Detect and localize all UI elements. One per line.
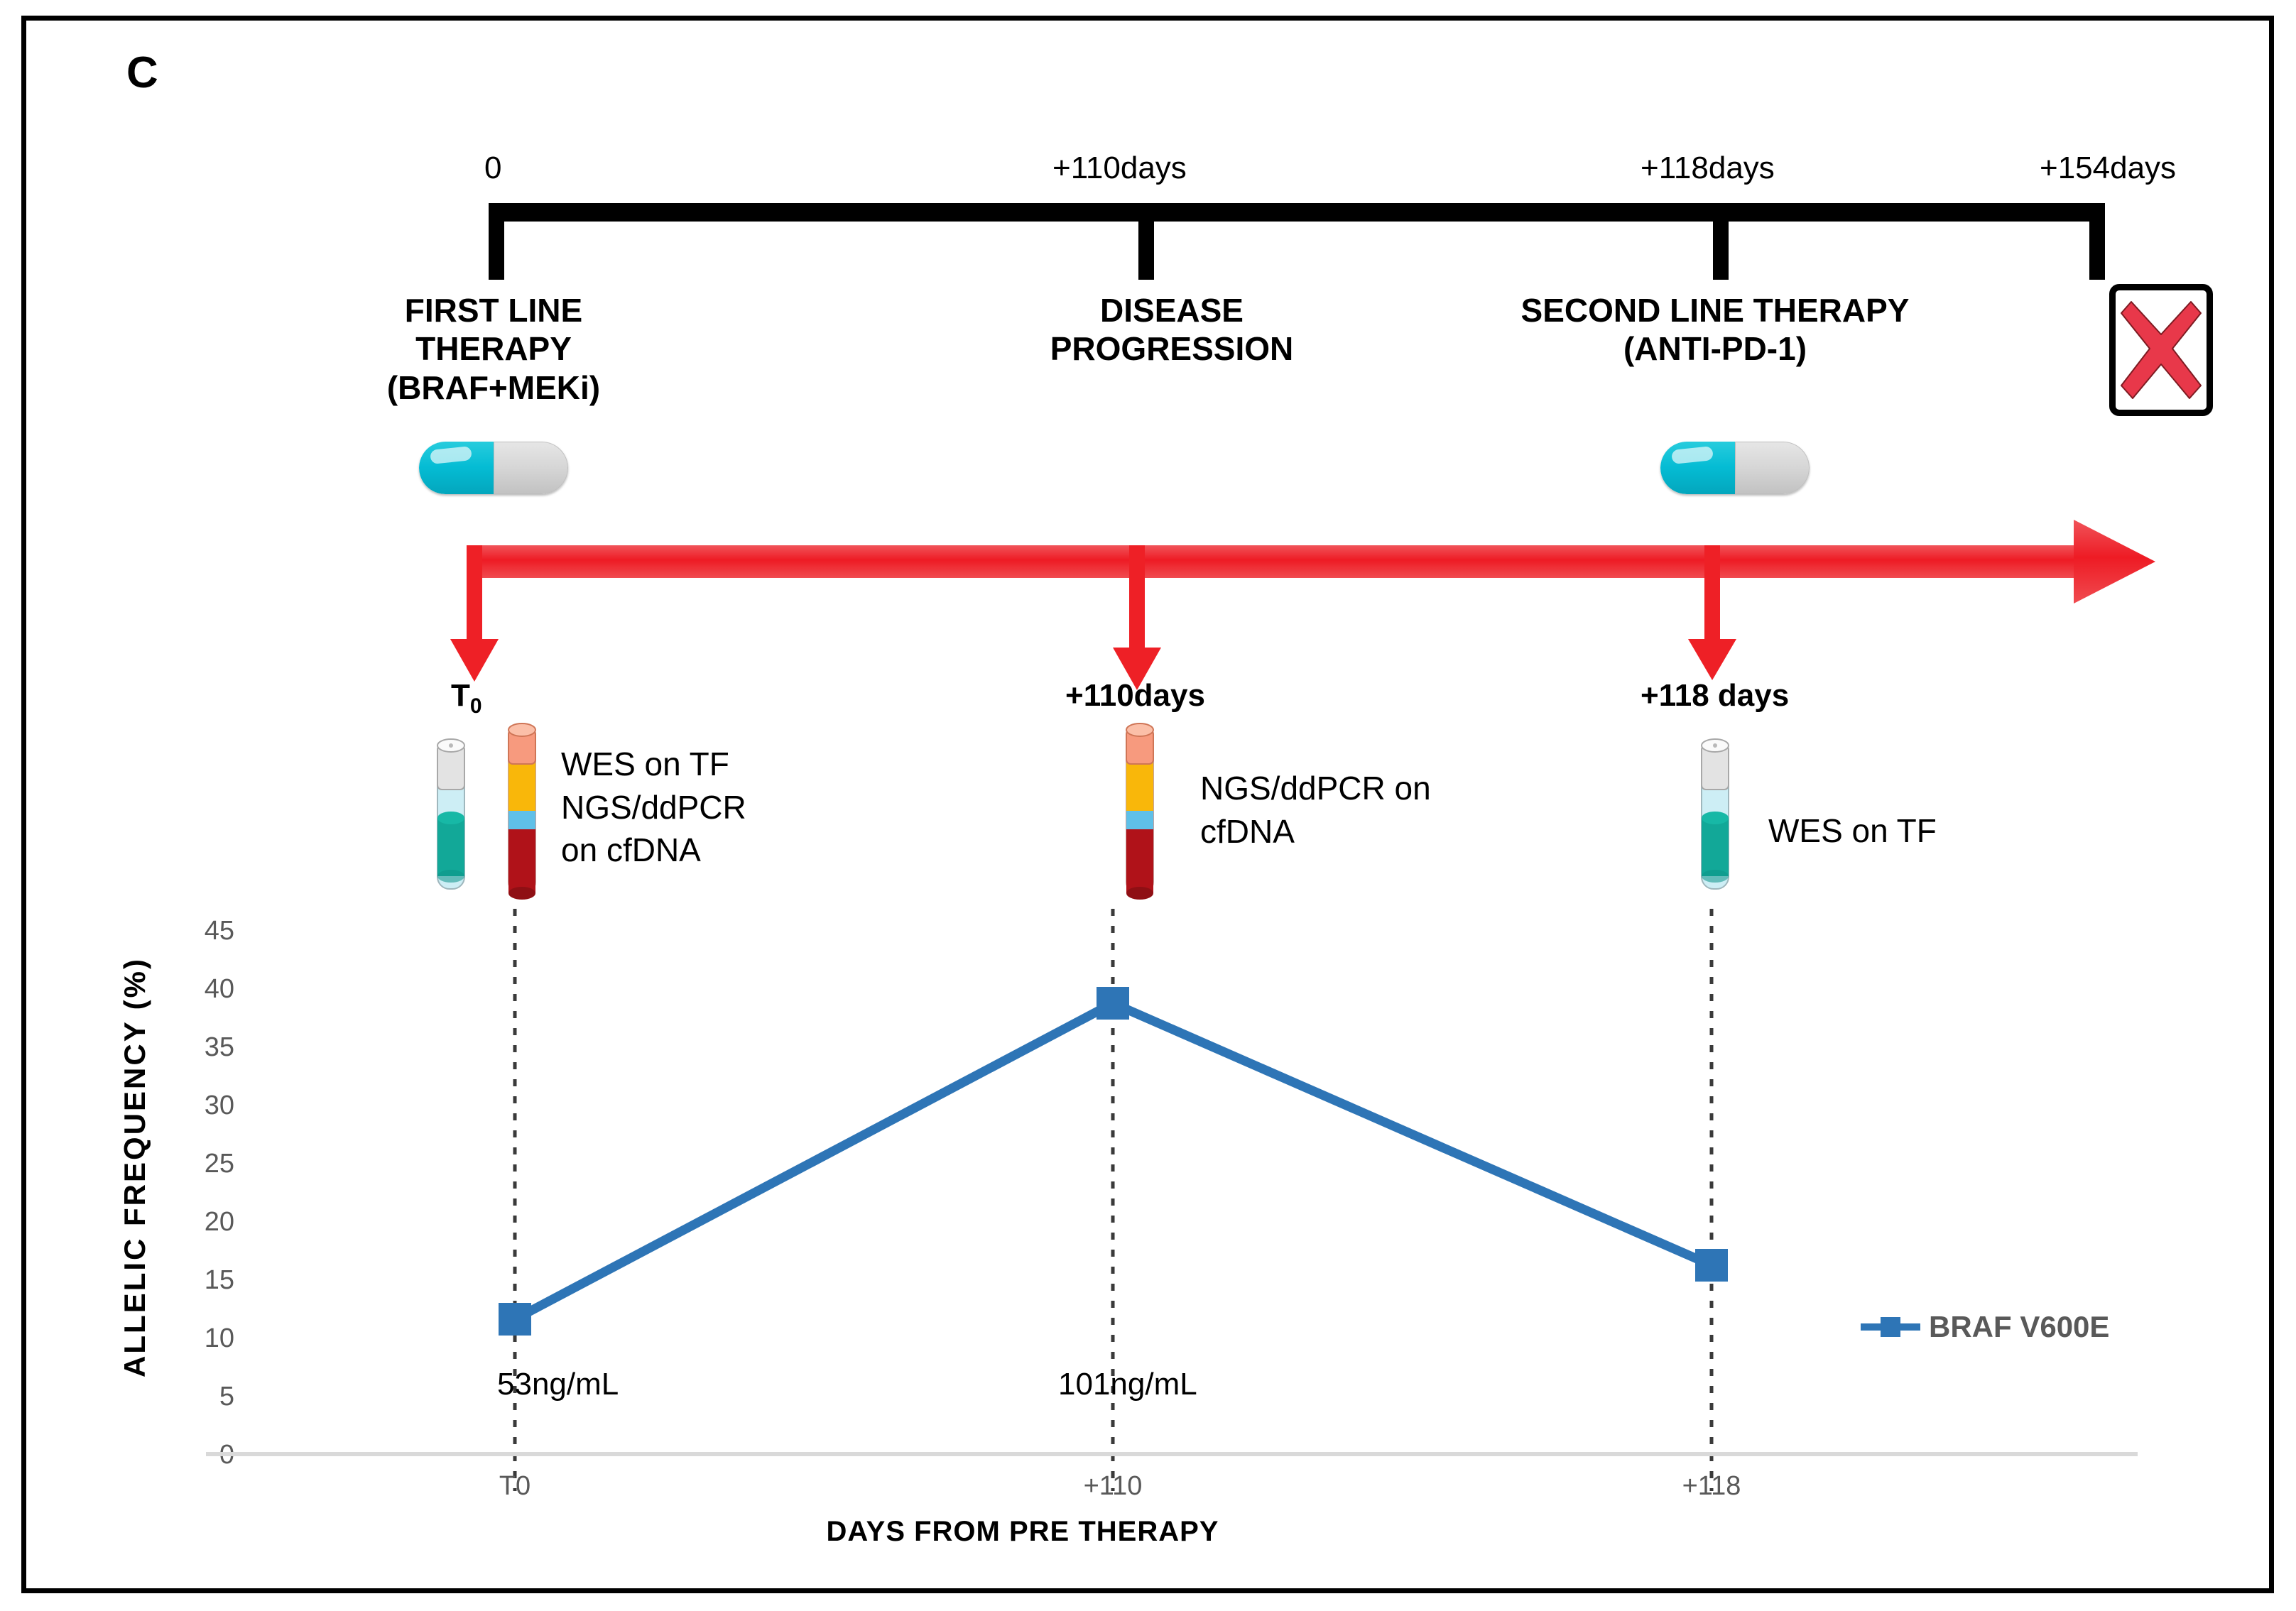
- death-outcome-box: [2109, 284, 2213, 416]
- panel-letter: C: [126, 48, 158, 97]
- y-tick-45: 45: [204, 916, 234, 946]
- legend-label-braf-v600e: BRAF V600E: [1929, 1310, 2110, 1343]
- timeline-tick-0: [489, 203, 504, 280]
- concentration-label-t0: 53ng/mL: [497, 1367, 619, 1402]
- x-tick-t0: T0: [499, 1471, 531, 1501]
- timeline-date-118: +118days: [1641, 151, 1775, 185]
- concentration-label-110: 101ng/mL: [1058, 1367, 1197, 1402]
- assay-text-118: WES on TF: [1768, 812, 1937, 849]
- sample-date-110: +110days: [1065, 678, 1205, 713]
- timeline-bar: [489, 203, 2105, 222]
- timeline-date-0: 0: [484, 151, 502, 185]
- timeline-date-154: +154days: [2040, 151, 2177, 185]
- sample-date-t0-label: T: [451, 678, 470, 713]
- phase-first-line: FIRST LINE THERAPY (BRAF+MEKi): [386, 292, 601, 406]
- pill-gray-half: [494, 442, 568, 494]
- timeline-tick-154: [2089, 203, 2105, 280]
- timeline-date-110: +110days: [1052, 151, 1187, 185]
- phase-disease-progression: DISEASE PROGRESSION: [1050, 292, 1294, 368]
- y-tick-25: 25: [204, 1149, 234, 1179]
- figure-border: [21, 16, 2274, 1593]
- x-tick-110: +110: [1083, 1471, 1143, 1501]
- pill-capsule-second-line: [1660, 442, 1810, 494]
- chart-legend: BRAF V600E: [1859, 1310, 2109, 1344]
- y-tick-15: 15: [204, 1265, 234, 1295]
- phase-second-line: SECOND LINE THERAPY (ANTI-PD-1): [1520, 292, 1910, 368]
- pill-capsule-first-line: [419, 442, 568, 494]
- timeline-tick-110: [1138, 203, 1154, 280]
- y-tick-20: 20: [204, 1207, 234, 1237]
- assay-text-t0: WES on TF NGS/ddPCR on cfDNA: [561, 746, 746, 869]
- sample-date-t0-sub: 0: [469, 694, 482, 718]
- blood-tube-icon: [508, 723, 536, 900]
- timeline-tick-118: [1713, 203, 1729, 280]
- x-axis-title: DAYS FROM PRE THERAPY: [826, 1516, 1219, 1547]
- y-tick-5: 5: [219, 1382, 234, 1411]
- tissue-tube-icon: [437, 738, 465, 890]
- sample-date-t0: T0: [451, 678, 482, 719]
- x-tick-118: +118: [1682, 1471, 1741, 1501]
- legend-marker-braf-v600e: [1861, 1317, 1920, 1337]
- assay-text-110: NGS/ddPCR on cfDNA: [1200, 770, 1431, 850]
- y-tick-10: 10: [204, 1323, 234, 1353]
- sample-date-118: +118 days: [1641, 678, 1790, 713]
- red-x-icon: [2121, 301, 2202, 399]
- tissue-tube-icon: [1701, 738, 1729, 890]
- y-tick-30: 30: [204, 1091, 234, 1120]
- y-tick-35: 35: [204, 1032, 234, 1062]
- blood-tube-icon: [1126, 723, 1154, 900]
- pill-gray-half: [1735, 442, 1810, 494]
- y-tick-40: 40: [204, 974, 234, 1004]
